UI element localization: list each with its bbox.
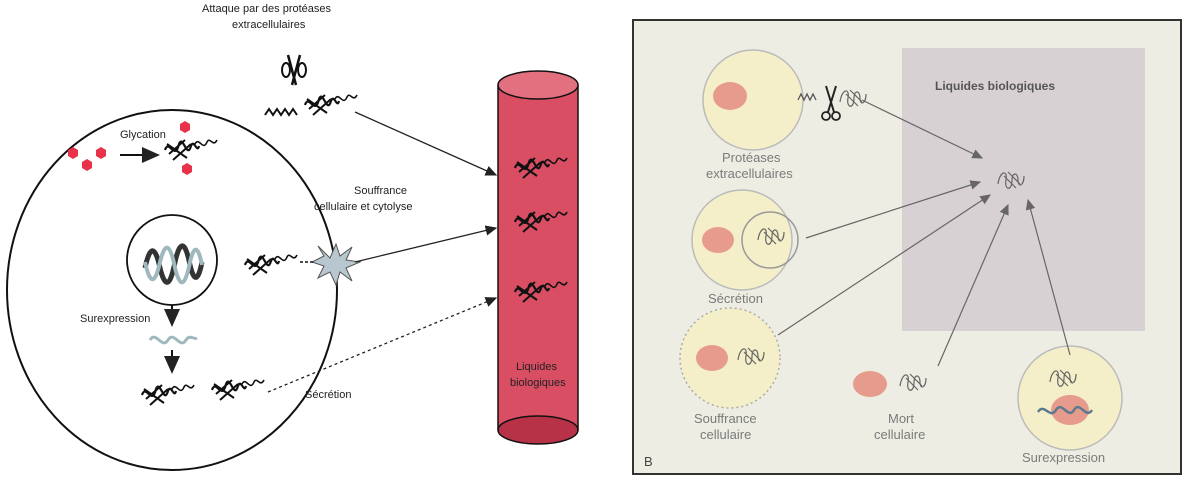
panel-letter: B bbox=[644, 454, 653, 469]
label-overexpression: Surexpression bbox=[1022, 450, 1105, 465]
label-secretion: Sécrétion bbox=[708, 291, 763, 306]
label-suffering-line1: Souffrance bbox=[354, 185, 407, 197]
arrow bbox=[355, 112, 496, 175]
protease-scissors-icon bbox=[282, 55, 306, 85]
nucleus bbox=[696, 345, 728, 371]
cleaved-peptide-icon bbox=[265, 109, 297, 115]
label-glycation: Glycation bbox=[120, 129, 166, 141]
right-diagram-svg: Liquides biologiques Protéases extracell… bbox=[630, 0, 1185, 477]
label-proteases-line2: extracellulaires bbox=[706, 166, 793, 181]
label-death-line2: cellulaire bbox=[874, 427, 925, 442]
right-diagram: Liquides biologiques Protéases extracell… bbox=[630, 0, 1185, 477]
label-fluids-line2: biologiques bbox=[510, 377, 566, 389]
label-attack-line1: Attaque par des protéases bbox=[202, 3, 332, 15]
label-attack-line2: extracellulaires bbox=[232, 19, 306, 31]
label-fluids-line1: Liquides bbox=[516, 361, 557, 373]
nucleus bbox=[713, 82, 747, 110]
label-proteases-line1: Protéases bbox=[722, 150, 781, 165]
nucleus bbox=[702, 227, 734, 253]
nucleus bbox=[853, 371, 887, 397]
cell-suffering bbox=[680, 308, 780, 408]
fluids-box-title: Liquides biologiques bbox=[935, 79, 1055, 93]
arrow bbox=[355, 228, 496, 262]
left-diagram: Surexpression Glycation Attaque par des … bbox=[0, 0, 600, 477]
label-suffering-line2: cellulaire bbox=[700, 427, 751, 442]
label-death-line1: Mort bbox=[888, 411, 914, 426]
protein-icon bbox=[305, 95, 357, 115]
left-diagram-svg: Surexpression Glycation Attaque par des … bbox=[0, 0, 600, 477]
label-secretion: Sécrétion bbox=[305, 389, 351, 401]
label-suffering-line2: cellulaire et cytolyse bbox=[314, 201, 412, 213]
label-suffering-line1: Souffrance bbox=[694, 411, 757, 426]
label-overexpression: Surexpression bbox=[80, 313, 150, 325]
